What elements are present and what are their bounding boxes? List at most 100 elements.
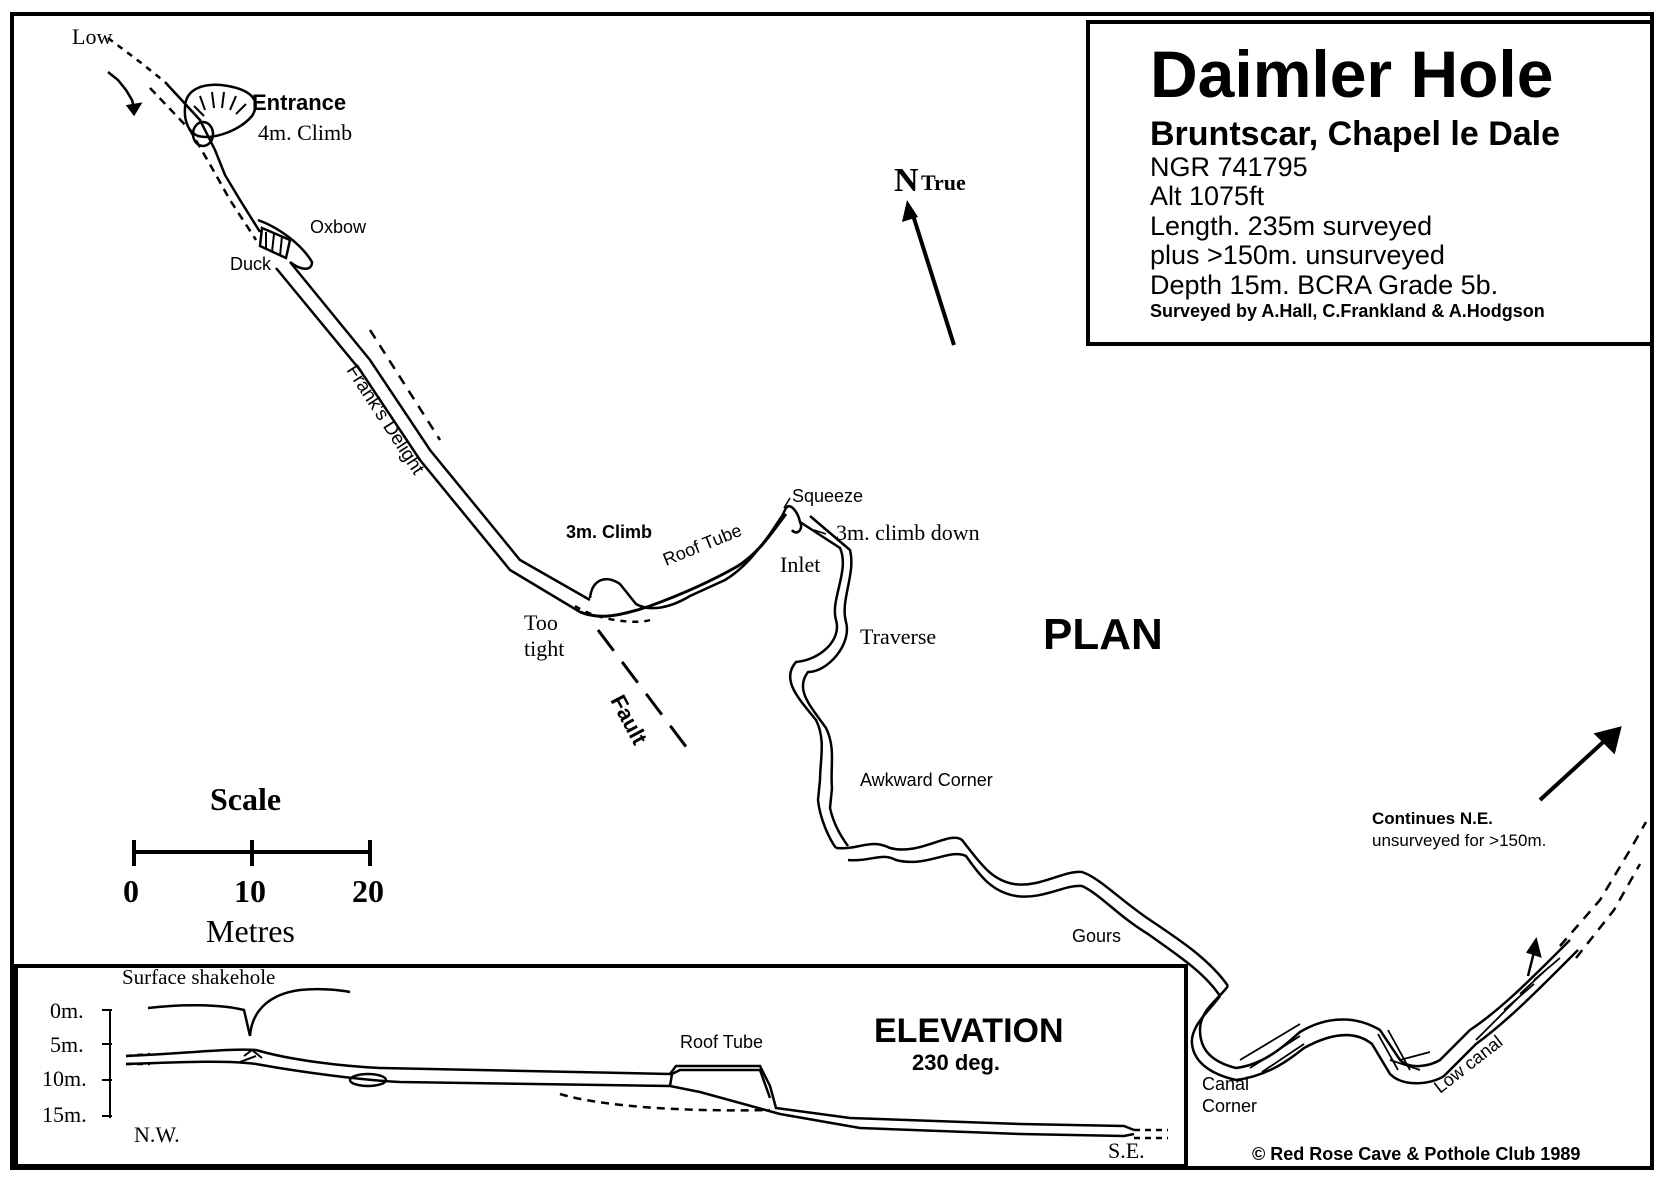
squeeze-pointer bbox=[783, 497, 791, 509]
label-oxbow: Oxbow bbox=[310, 217, 367, 237]
franks-wall-dashed bbox=[368, 329, 442, 441]
label-tight: tight bbox=[524, 636, 564, 661]
profile-dashed bbox=[125, 1052, 1168, 1140]
label-franks-delight: Frank's Delight bbox=[342, 361, 429, 479]
label-continues-2: unsurveyed for >150m. bbox=[1372, 831, 1546, 850]
depth-15: 15m. bbox=[42, 1102, 87, 1127]
scale-tick-label-10: 10 bbox=[234, 873, 266, 909]
cave-passage-plan bbox=[107, 37, 1648, 1085]
north-arrow: N True bbox=[894, 162, 966, 346]
elevation-pool bbox=[348, 1072, 388, 1088]
altitude: Alt 1075ft bbox=[1150, 181, 1265, 211]
label-entrance-climb: 4m. Climb bbox=[258, 120, 352, 145]
label-inlet: Inlet bbox=[780, 552, 820, 577]
passage-wall-a bbox=[164, 81, 262, 233]
label-low: Low bbox=[72, 24, 112, 49]
inlet-arrow-head bbox=[125, 102, 143, 117]
plan-heading: PLAN bbox=[1043, 610, 1163, 659]
squeeze-loop bbox=[780, 505, 803, 534]
label-awkward-corner: Awkward Corner bbox=[860, 770, 993, 790]
franks-wall-a bbox=[289, 261, 591, 602]
duck-hatch-lines bbox=[265, 232, 283, 257]
label-canal: Canal bbox=[1202, 1074, 1249, 1094]
scale-tick-label-20: 20 bbox=[352, 873, 384, 909]
traverse-wall-b bbox=[801, 515, 853, 847]
low-passage-dashed bbox=[107, 37, 166, 83]
continuation-dashed-a bbox=[1559, 821, 1648, 947]
low-canal-arrow bbox=[1526, 951, 1536, 977]
climb-down-pointer bbox=[813, 529, 827, 535]
label-low-canal: Low canal bbox=[1430, 1031, 1506, 1097]
canal-hatch-2 bbox=[1377, 1029, 1431, 1071]
scale-unit: Metres bbox=[206, 913, 295, 949]
elevation-heading: ELEVATION bbox=[874, 1012, 1064, 1050]
surveyors: Surveyed by A.Hall, C.Frankland & A.Hodg… bbox=[1150, 301, 1545, 321]
elevation-roof-tube: Roof Tube bbox=[680, 1032, 763, 1052]
label-too: Too bbox=[524, 610, 558, 635]
low-canal-arrow-head bbox=[1526, 936, 1542, 958]
ne-arrow-head bbox=[1593, 726, 1622, 755]
plan-labels: Low Entrance 4m. Climb Oxbow Duck Frank'… bbox=[72, 24, 1546, 1116]
elevation-profile bbox=[102, 987, 1168, 1140]
depth-grade: Depth 15m. BCRA Grade 5b. bbox=[1150, 270, 1498, 300]
label-squeeze: Squeeze bbox=[792, 486, 863, 506]
north-arrow-shaft bbox=[910, 211, 956, 346]
inlet-arrow bbox=[107, 71, 136, 109]
ne-arrow-shaft bbox=[1538, 732, 1614, 802]
title-block: Daimler Hole Bruntscar, Chapel le Dale N… bbox=[1086, 20, 1654, 346]
roof-tube-wall bbox=[579, 513, 788, 618]
canal-wall-a bbox=[1198, 939, 1571, 1070]
elevation-box bbox=[14, 964, 1188, 1168]
oxbow-loop bbox=[257, 218, 314, 270]
length: Length. 235m surveyed bbox=[1150, 211, 1432, 241]
label-roof-tube: Roof Tube bbox=[660, 520, 745, 570]
label-fault: Fault bbox=[606, 691, 653, 750]
traverse-wall-a bbox=[788, 520, 845, 849]
franks-wall-b bbox=[275, 267, 581, 614]
depth-10: 10m. bbox=[42, 1066, 87, 1091]
label-3m-climb: 3m. Climb bbox=[566, 522, 652, 542]
scale-tick-label-0: 0 bbox=[123, 873, 139, 909]
surface-left bbox=[147, 1003, 252, 1037]
too-tight-dashed bbox=[574, 604, 651, 623]
copyright: © Red Rose Cave & Pothole Club 1989 bbox=[1252, 1144, 1580, 1164]
north-label-n: N bbox=[894, 162, 919, 199]
location: Bruntscar, Chapel le Dale bbox=[1150, 115, 1560, 153]
north-arrow-head bbox=[902, 200, 918, 222]
depth-5: 5m. bbox=[50, 1032, 84, 1057]
ngr: NGR 741795 bbox=[1150, 152, 1308, 182]
label-climb-down: 3m. climb down bbox=[836, 520, 980, 545]
label-entrance: Entrance bbox=[252, 90, 346, 115]
depth-axis-ticks bbox=[102, 1009, 112, 1117]
surface-right bbox=[248, 987, 351, 1037]
label-duck: Duck bbox=[230, 254, 272, 274]
unsurveyed: plus >150m. unsurveyed bbox=[1150, 240, 1445, 270]
elevation-bearing: 230 deg. bbox=[912, 1050, 1000, 1075]
canal-wall-b bbox=[1190, 949, 1579, 1085]
elevation-surface: Surface shakehole bbox=[122, 965, 275, 989]
cave-name: Daimler Hole bbox=[1150, 37, 1553, 111]
roof-tube-dashed bbox=[559, 1092, 771, 1112]
duck-hatch bbox=[258, 226, 292, 260]
elevation-section: ELEVATION 230 deg. Surface shakehole Roo… bbox=[14, 964, 1188, 1168]
canal-hatch-3 bbox=[1475, 957, 1561, 1041]
label-traverse: Traverse bbox=[860, 624, 936, 649]
scale-heading: Scale bbox=[210, 781, 281, 817]
label-continues-1: Continues N.E. bbox=[1372, 809, 1493, 828]
roof-tube-loop bbox=[668, 1068, 772, 1099]
outer-frame bbox=[10, 12, 1654, 1170]
entrance-hachures bbox=[193, 91, 247, 117]
entrance-shakehole bbox=[183, 83, 257, 139]
passage-wall-b bbox=[149, 87, 258, 241]
label-gours: Gours bbox=[1072, 926, 1121, 946]
north-label-true: True bbox=[921, 170, 966, 195]
lower-wall-a bbox=[835, 836, 1230, 987]
scale-bar: Scale 0 10 20 Metres bbox=[123, 781, 384, 949]
fault-line bbox=[596, 629, 692, 753]
elevation-se: S.E. bbox=[1108, 1138, 1145, 1163]
entrance-rubble bbox=[239, 1048, 263, 1063]
canal-hatch-1 bbox=[1239, 1023, 1305, 1073]
lower-wall-b bbox=[847, 852, 1222, 997]
title-box bbox=[1086, 20, 1654, 346]
